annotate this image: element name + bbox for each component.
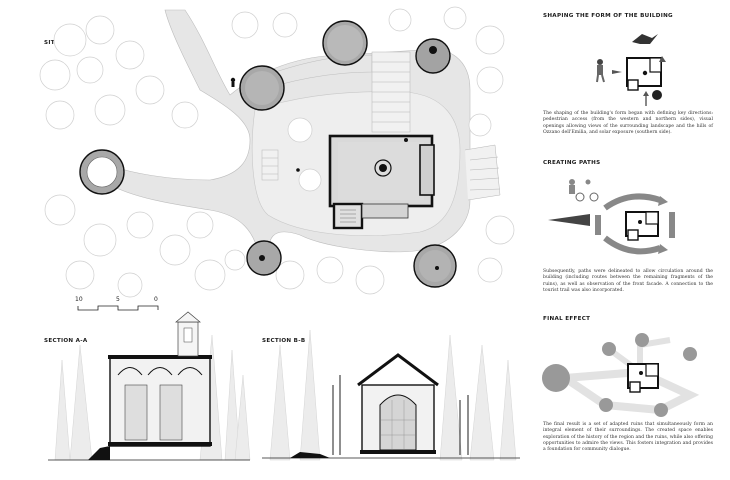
section-b-title: SECTION B-B xyxy=(262,338,306,344)
scale-label-5: 5 xyxy=(116,296,120,303)
panel-paths-title: CREATING PATHS xyxy=(543,160,601,166)
panel-shaping-title: SHAPING THE FORM OF THE BUILDING xyxy=(543,13,673,19)
panel-final-text: The final result is a set of adapted rui… xyxy=(543,422,713,453)
scale-label-0: 0 xyxy=(154,296,158,303)
church-section-a xyxy=(108,311,212,447)
scale-label-10: 10 xyxy=(75,296,83,303)
panel-paths-text: Subsequently, paths were delineated to a… xyxy=(543,269,713,293)
church-ruin-plan xyxy=(328,134,435,230)
church-section-b xyxy=(357,353,439,454)
section-a-title: SECTION A-A xyxy=(44,338,88,344)
scale-bar xyxy=(77,305,159,311)
panel-shaping-text: The shaping of the building's form began… xyxy=(543,111,713,135)
panel-final-title: FINAL EFFECT xyxy=(543,316,591,322)
ruin-fragments xyxy=(79,20,457,288)
